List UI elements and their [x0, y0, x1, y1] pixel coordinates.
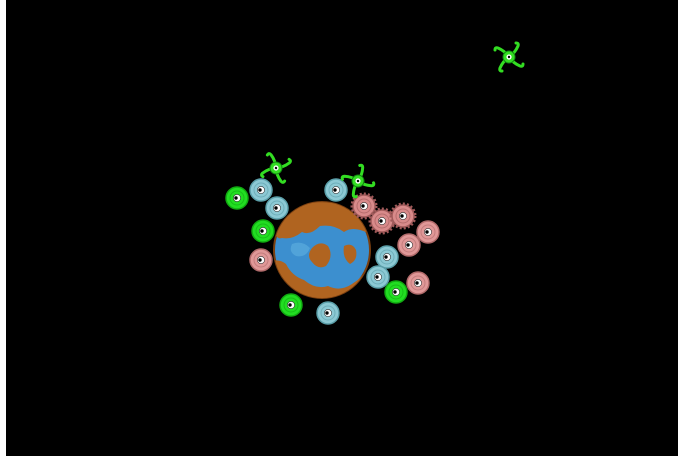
- cyan-cell[interactable]: [265, 196, 289, 220]
- pink-cell[interactable]: [249, 248, 273, 272]
- green-cell[interactable]: [251, 219, 275, 243]
- cyan-cell[interactable]: [249, 178, 273, 202]
- cyan-cell[interactable]: [316, 301, 340, 325]
- green-cell[interactable]: [225, 186, 249, 210]
- cells-layer: [225, 178, 440, 325]
- pink-spiky-cell[interactable]: [368, 207, 396, 235]
- cyan-cell[interactable]: [324, 178, 348, 202]
- pink-spiky-cell[interactable]: [350, 192, 378, 220]
- virus-layer: [257, 41, 525, 199]
- pink-cell[interactable]: [416, 220, 440, 244]
- pink-cell[interactable]: [406, 271, 430, 295]
- cyan-cell[interactable]: [375, 245, 399, 269]
- pink-cell[interactable]: [397, 233, 421, 257]
- green-virus-icon[interactable]: [340, 163, 376, 199]
- game-scene: [225, 41, 525, 325]
- green-virus-icon[interactable]: [257, 149, 295, 187]
- cyan-cell[interactable]: [366, 265, 390, 289]
- pink-spiky-cell[interactable]: [389, 202, 417, 230]
- game-playfield[interactable]: [6, 0, 678, 456]
- green-cell[interactable]: [279, 293, 303, 317]
- green-cell[interactable]: [384, 280, 408, 304]
- green-virus-icon[interactable]: [493, 41, 525, 73]
